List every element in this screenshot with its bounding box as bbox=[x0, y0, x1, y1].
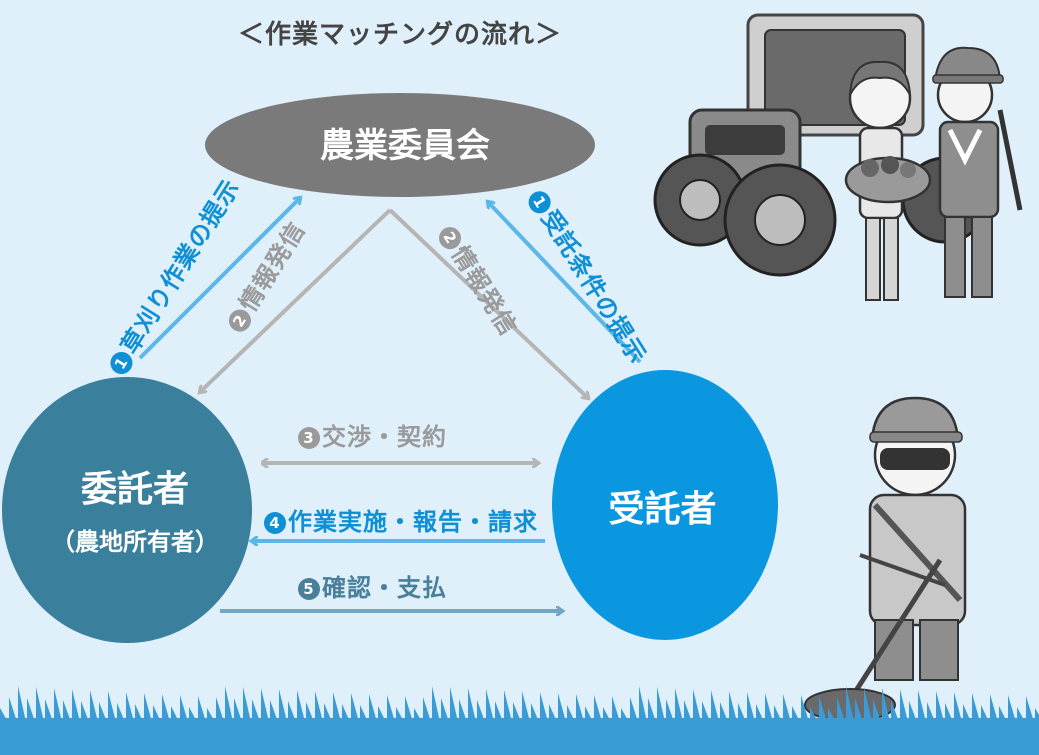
client-label: 委託者 bbox=[80, 469, 189, 510]
diagram-title: ＜作業マッチングの流れ＞ bbox=[237, 20, 562, 50]
contractor-label: 受託者 bbox=[608, 489, 717, 530]
step-number: 5 bbox=[298, 578, 320, 600]
grass-border bbox=[0, 686, 1039, 755]
committee-node bbox=[205, 93, 595, 197]
arrow-committee-to-client bbox=[200, 208, 392, 392]
edge-text: 交渉・契約 bbox=[322, 423, 447, 451]
tractor-farmers-illustration bbox=[653, 13, 1023, 301]
edge-text: 作業実施・報告・請求 bbox=[288, 508, 538, 536]
committee-label: 農業委員会 bbox=[320, 126, 490, 166]
contractor-node bbox=[552, 370, 778, 640]
arrow-contractor-to-committee bbox=[488, 202, 642, 364]
step-number: 4 bbox=[264, 512, 286, 534]
step-number: 3 bbox=[298, 427, 320, 449]
arrow-committee-to-contractor bbox=[388, 208, 588, 398]
edge-text: 確認・支払 bbox=[322, 574, 447, 602]
client-sub-label: （農地所有者） bbox=[51, 528, 219, 556]
arrow-client-to-committee bbox=[138, 198, 300, 360]
client-node bbox=[2, 377, 252, 643]
grass-trimmer-worker-illustration bbox=[804, 396, 967, 722]
